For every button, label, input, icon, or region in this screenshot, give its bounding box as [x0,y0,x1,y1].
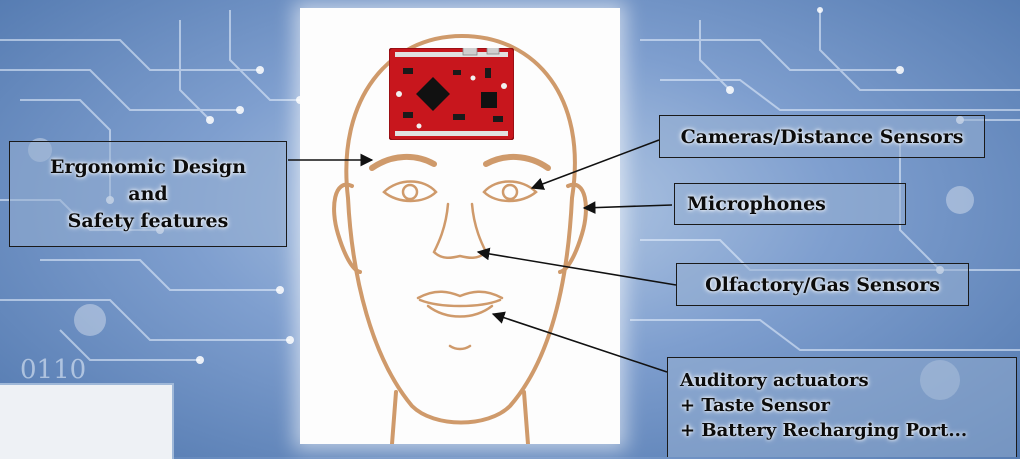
label-auditory-line-3: + Battery Recharging Port... [680,418,1016,443]
lower-lip [428,306,492,317]
label-ergonomic-line-3: Safety features [68,208,229,235]
label-microphones: Microphones [674,183,906,225]
background-binary-text: 0110 [20,355,86,385]
label-ergonomic-line-2: and [128,181,167,208]
mouth-line [420,300,500,306]
neck-left [392,392,396,444]
right-pupil [503,185,517,199]
nose [434,204,486,258]
chin-mark [450,346,470,349]
label-auditory-line-1: Auditory actuators [680,368,1016,393]
upper-lip [418,292,502,298]
label-ergonomic-line-1: Ergonomic Design [50,154,246,181]
label-ergonomic-design: Ergonomic Design and Safety features [9,141,287,247]
left-eyebrow [372,157,434,168]
label-olfactory: Olfactory/Gas Sensors [676,263,969,306]
neck-right [524,392,528,444]
label-cameras: Cameras/Distance Sensors [659,115,985,158]
usb-port [463,48,477,55]
usb-port-2 [487,48,499,54]
label-auditory: Auditory actuators + Taste Sensor + Batt… [667,357,1017,457]
microcontroller-board [389,48,514,140]
label-auditory-line-2: + Taste Sensor [680,393,1016,418]
chip-small [481,92,497,108]
left-pupil [403,185,417,199]
right-eyebrow [486,157,548,168]
corner-panel [0,383,174,459]
